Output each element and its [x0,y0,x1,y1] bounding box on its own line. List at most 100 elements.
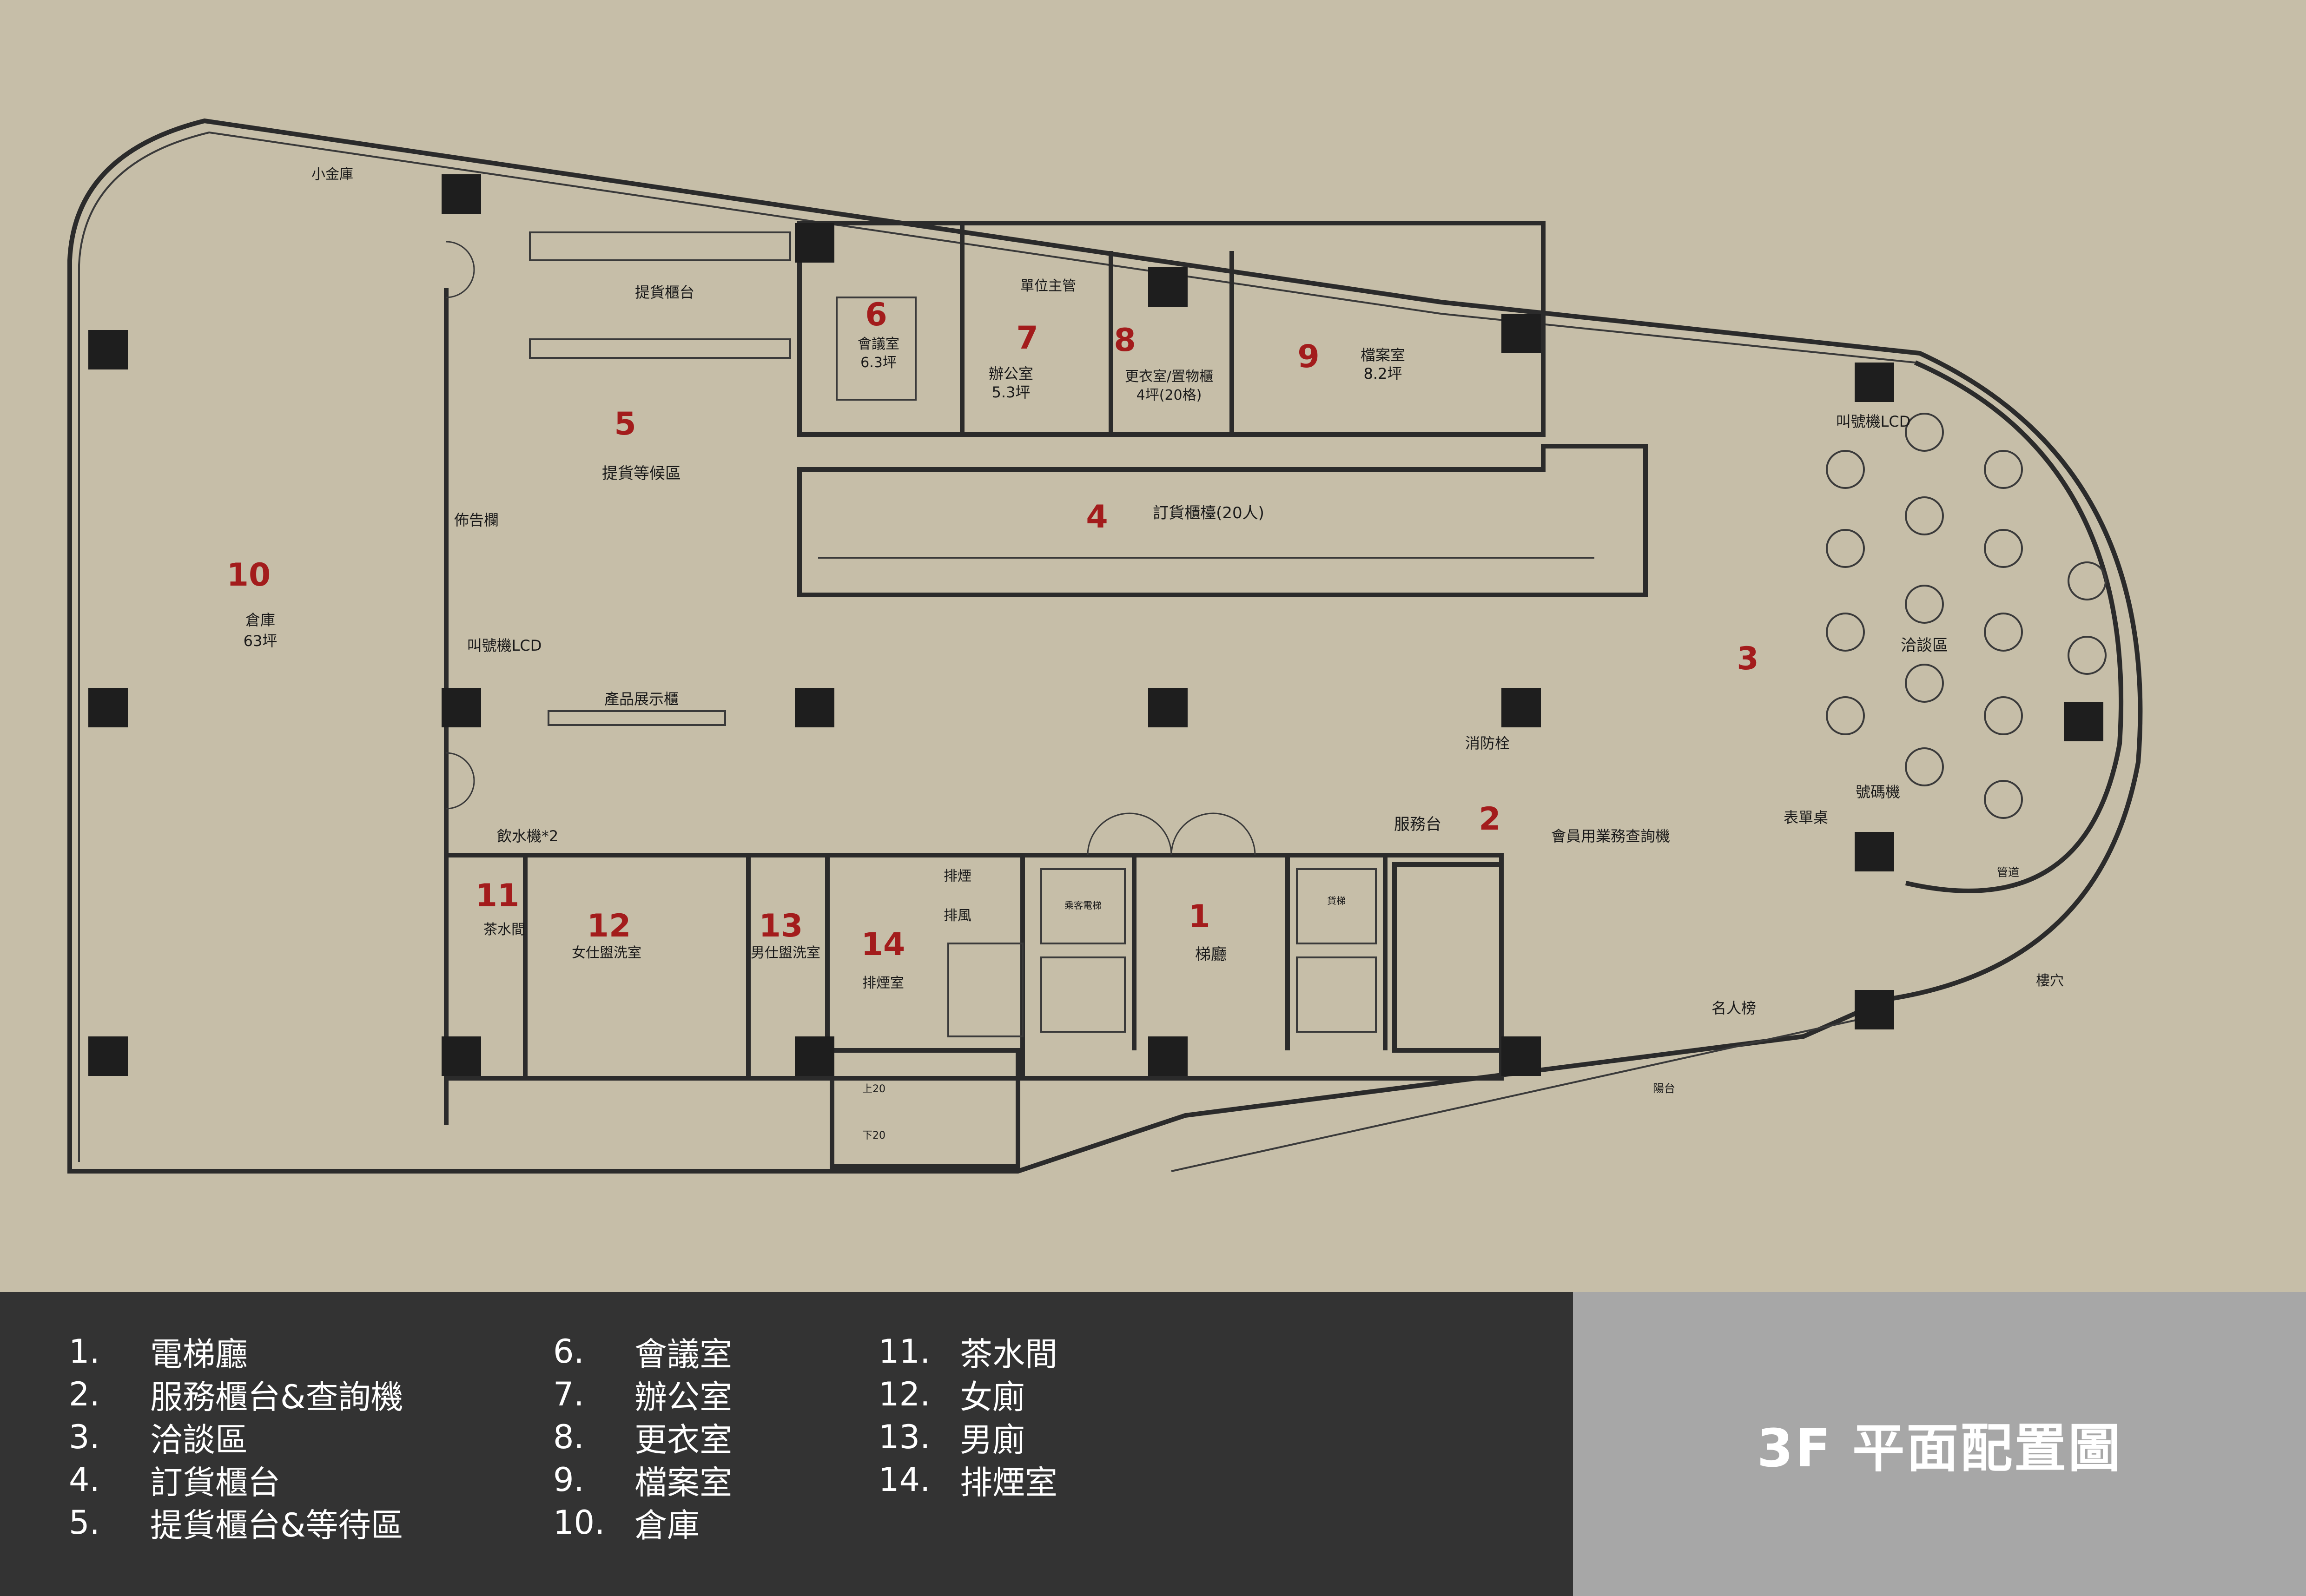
legend-item: 14.排煙室 [879,1461,1057,1502]
legend-item: 12.女廁 [879,1375,1025,1416]
room-number-11: 11 [476,877,520,914]
label-hydrant: 消防栓 [1465,734,1510,752]
legend-item: 8.更衣室 [553,1418,732,1459]
label-balcony: 陽台 [1653,1082,1675,1095]
legend-column-2: 6.會議室 7.辦公室 8.更衣室 9.檔案室 10.倉庫 [553,1330,732,1544]
legend-item: 10.倉庫 [553,1504,700,1544]
legend-panel: 1.電梯廳 2.服務櫃台&查詢機 3.洽談區 4.訂貨櫃台 5.提貨櫃台&等待區… [0,1292,1573,1596]
room-name-2: 服務台 [1394,815,1441,834]
label-form-desk: 表單桌 [1784,809,1828,826]
legend-column-3: 11.茶水間 12.女廁 13.男廁 14.排煙室 [879,1330,1057,1502]
room-number-7: 7 [1016,320,1038,356]
room-name-8: 更衣室/置物櫃 [1125,369,1213,385]
room-name-1: 梯廳 [1195,945,1227,964]
room-name-12: 女仕盥洗室 [572,945,641,961]
room-area-8: 4坪(20格) [1136,387,1202,403]
floor-plan-drawing: 1 2 3 4 5 6 7 8 9 10 11 12 13 14 梯廳 服務台 … [67,118,2143,1174]
room-name-7: 辦公室 [989,365,1033,383]
room-area-6: 6.3坪 [860,355,897,371]
service-core [444,853,1504,1081]
pickup-counter-shape [529,231,791,261]
room-number-12: 12 [587,908,631,944]
legend-item: 7.辦公室 [553,1375,732,1416]
label-member-kiosk: 會員用業務查詢機 [1551,827,1670,845]
discussion-arc [1905,360,2123,893]
room-name-11: 茶水間 [483,922,525,938]
floor-plan: 1 2 3 4 5 6 7 8 9 10 11 12 13 14 梯廳 服務台 … [67,118,2143,1174]
columns [88,174,2103,1076]
label-stair-down: 下20 [862,1130,885,1141]
meeting-table [836,297,917,401]
label-supervisor: 單位主管 [1020,278,1076,294]
room-number-1: 1 [1188,898,1210,935]
door-warehouse-bottom [446,752,475,810]
room-number-3: 3 [1737,640,1758,677]
pickup-counter-rear [529,338,791,359]
label-queue-lcd-left: 叫號機LCD [467,637,542,654]
label-pickup-counter: 提貨櫃台 [635,284,694,301]
room-number-5: 5 [614,406,636,442]
elevator-5 [947,943,1024,1037]
label-shaft-b: 排風 [944,908,971,924]
room-number-8: 8 [1114,322,1136,359]
room-number-4: 4 [1086,499,1108,535]
elevator-1 [1040,868,1126,944]
label-queue-lcd-right: 叫號機LCD [1836,413,1911,430]
room-area-10: 63坪 [244,632,278,650]
door-lobby [1087,812,1256,856]
legend-item: 3.洽談區 [69,1418,248,1459]
room-name-10: 倉庫 [245,611,275,629]
label-product-display: 產品展示櫃 [604,690,679,708]
legend-item: 1.電梯廳 [69,1332,248,1373]
room-name-6: 會議室 [858,336,899,352]
product-display-shape [548,710,726,726]
label-wall-of-fame: 名人榜 [1711,999,1756,1017]
page-title: 3F 平面配置圖 [1757,1418,2122,1479]
elevator-3 [1296,868,1377,944]
balcony-rail [1171,1012,1888,1172]
label-shaft-a: 排煙 [944,868,971,884]
legend-item: 6.會議室 [553,1332,732,1373]
label-small-vault: 小金庫 [311,166,353,183]
room-name-5: 提貨等候區 [602,464,681,483]
room-number-6: 6 [865,297,887,333]
room-number-10: 10 [227,557,271,594]
elevator-2 [1040,956,1126,1033]
label-elev-freight: 貨梯 [1327,895,1346,906]
building-outline [67,118,2143,1174]
label-water-dispenser: 飲水機*2 [497,827,558,845]
label-stair-up: 上20 [862,1083,885,1095]
label-bulletin: 佈告欄 [454,511,499,529]
label-skylight: 樓穴 [2036,973,2064,989]
room-name-3: 洽談區 [1901,636,1948,655]
elevator-4 [1296,956,1377,1033]
label-pipe-shaft: 管道 [1997,866,2019,879]
room-number-13: 13 [759,908,803,944]
legend-item: 4.訂貨櫃台 [69,1461,280,1502]
room-name-13: 男仕盥洗室 [751,945,820,961]
inner-outline [78,131,1916,1162]
room-number-14: 14 [861,926,905,963]
room-number-9: 9 [1297,338,1319,375]
legend-item: 5.提貨櫃台&等待區 [69,1504,403,1544]
order-counter [797,444,1648,597]
label-ticket-machine: 號碼機 [1856,783,1900,801]
room-name-9: 檔案室 [1361,346,1405,364]
discussion-tables [1826,413,2107,819]
legend-item: 11.茶水間 [879,1332,1057,1373]
label-elev-guest: 乘客電梯 [1064,900,1102,911]
legend-item: 9.檔案室 [553,1461,732,1502]
room-name-14: 排煙室 [862,975,904,991]
legend-column-1: 1.電梯廳 2.服務櫃台&查詢機 3.洽談區 4.訂貨櫃台 5.提貨櫃台&等待區 [69,1330,403,1544]
stairwell-lower [830,1048,1020,1169]
door-warehouse-top [446,241,475,298]
room-area-7: 5.3坪 [992,383,1031,401]
room-number-2: 2 [1479,801,1500,838]
title-panel: 3F 平面配置圖 [1573,1292,2306,1596]
legend-item: 13.男廁 [879,1418,1025,1459]
office-block [797,221,1546,437]
room-name-4: 訂貨櫃檯(20人) [1153,504,1264,522]
stairwell-right [1392,862,1504,1053]
room-area-9: 8.2坪 [1364,365,1402,383]
legend-item: 2.服務櫃台&查詢機 [69,1375,403,1416]
